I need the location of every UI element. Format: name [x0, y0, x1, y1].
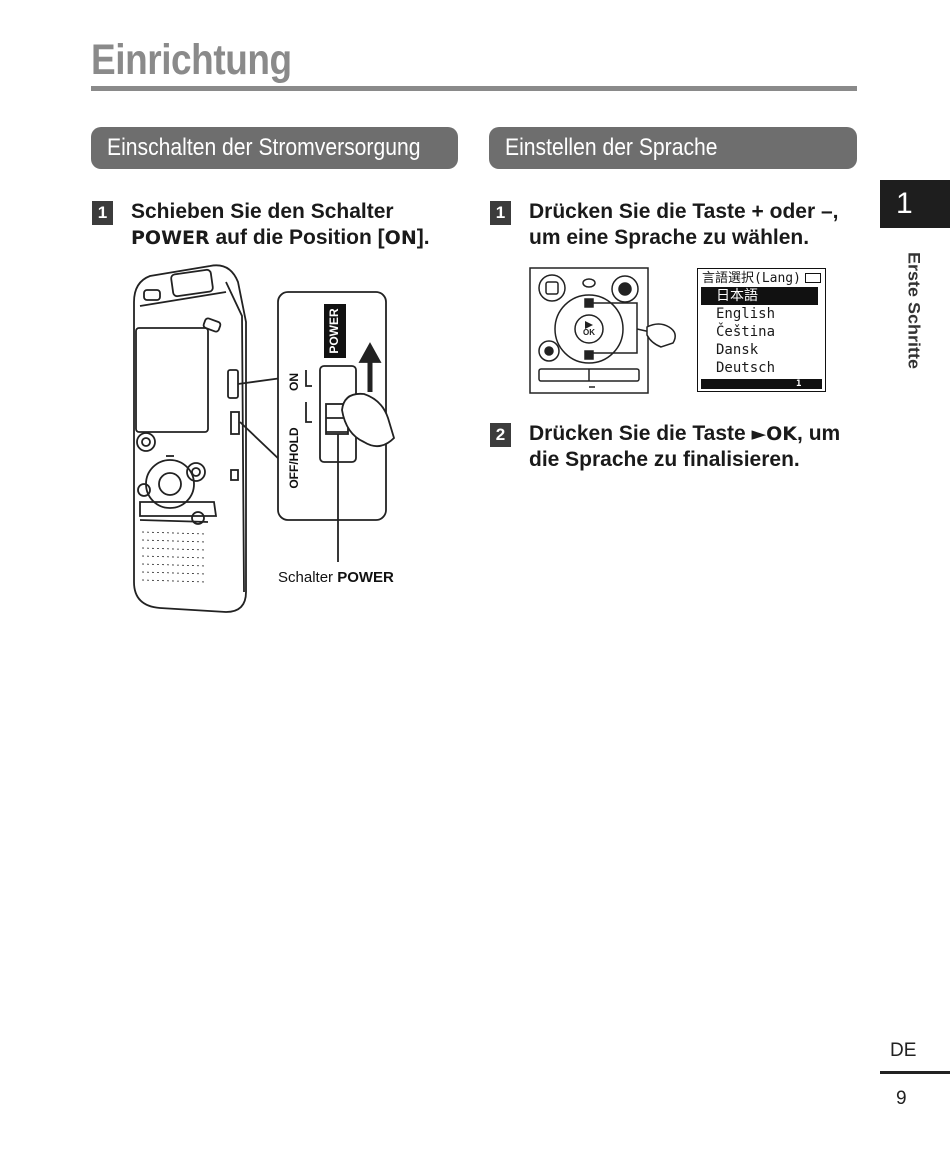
step-number: 1 [490, 201, 511, 225]
footer-rule [880, 1071, 950, 1074]
section-heading-power-text: Einschalten der Stromversorgung [107, 134, 421, 161]
on-position-label: ON [287, 373, 301, 391]
chapter-label: Erste Schritte [904, 252, 923, 370]
ok-button-label: OK [583, 328, 595, 337]
power-step-end: ]. [416, 226, 430, 249]
lcd-header: 言語選択(Lang) [702, 271, 801, 286]
power-key: POWER [131, 227, 210, 249]
page-number: 9 [896, 1088, 907, 1109]
section-heading-language: Einstellen der Sprache [489, 127, 857, 169]
title-rule [91, 86, 857, 91]
chapter-tab: 1 [880, 180, 950, 228]
lcd-option: Čeština [716, 324, 776, 340]
language-lcd-display: 言語選択(Lang) 日本語 English Čeština Dansk Deu… [697, 268, 826, 392]
power-step-line1: Schieben Sie den Schalter [131, 200, 394, 223]
lcd-footer-page: 1 [796, 379, 802, 389]
section-heading-power: Einschalten der Stromversorgung [91, 127, 458, 169]
power-step-text: Schieben Sie den Schalter POWER auf die … [131, 199, 451, 251]
lcd-option: English [716, 306, 776, 322]
on-key: ON [384, 227, 417, 249]
language-step1-text: Drücken Sie die Taste + oder –, um eine … [529, 199, 859, 251]
language-code: DE [890, 1040, 917, 1061]
step-number: 2 [490, 423, 511, 447]
step2-part-b: , um [797, 422, 841, 445]
caption-key: POWER [337, 569, 394, 586]
lcd-option: 日本語 [716, 288, 758, 304]
plus-key: + [751, 200, 764, 223]
power-step-mid: auf die Position [ [209, 226, 385, 249]
language-step2-line2: die Sprache zu finalisieren. [529, 448, 800, 471]
step1-part-c: , [832, 200, 839, 223]
step1-part-a: Drücken Sie die Taste [529, 200, 752, 223]
figure-caption: Schalter POWER [278, 569, 394, 586]
section-heading-language-text: Einstellen der Sprache [505, 134, 718, 161]
language-step2-line1: Drücken Sie die Taste ►OK, um [529, 421, 859, 447]
recorder-illustration: POWER ON OFF/HOLD [133, 264, 396, 613]
lcd-selection-highlight [701, 287, 818, 305]
lcd-option: Deutsch [716, 360, 776, 376]
lcd-option: Dansk [716, 342, 759, 358]
ok-key: ►OK [751, 423, 798, 445]
off-hold-position-label: OFF/HOLD [287, 427, 301, 489]
language-step1-line2: um eine Sprache zu wählen. [529, 226, 810, 249]
keypad-illustration: OK [529, 267, 676, 394]
lcd-footer-bar [701, 379, 822, 389]
step-number: 1 [92, 201, 113, 225]
step1-part-b: oder [763, 200, 821, 223]
language-step1-line1: Drücken Sie die Taste + oder –, [529, 199, 859, 225]
power-switch-label: POWER [327, 308, 341, 354]
step2-part-a: Drücken Sie die Taste [529, 422, 752, 445]
power-step-line2: POWER auf die Position [ON]. [131, 225, 451, 251]
battery-icon [805, 273, 821, 283]
minus-key: – [820, 200, 833, 223]
caption-prefix: Schalter [278, 569, 338, 586]
page-title: Einrichtung [91, 36, 292, 84]
language-step2-text: Drücken Sie die Taste ►OK, um die Sprach… [529, 421, 859, 473]
